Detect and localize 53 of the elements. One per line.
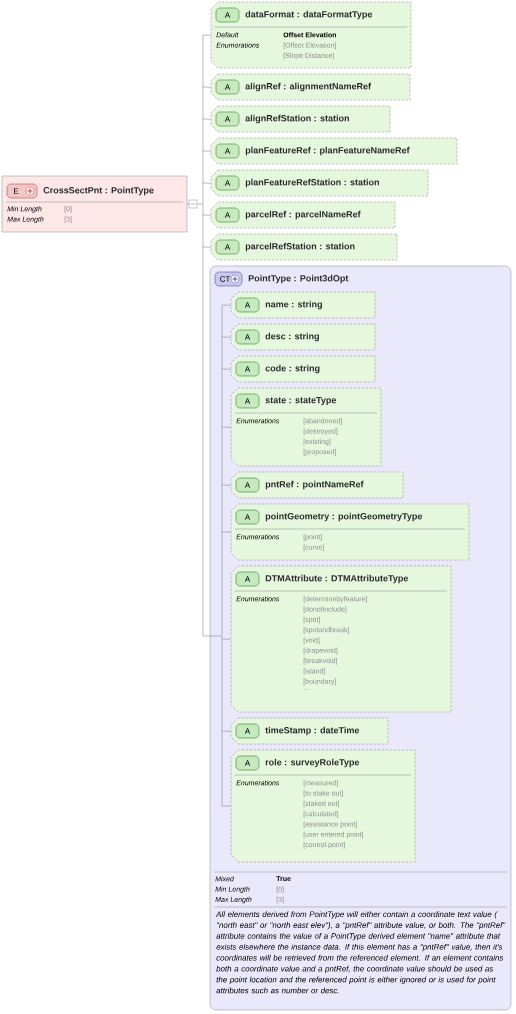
type-badge: CT [214,271,243,287]
attribute-badge: A [235,755,260,771]
attribute-name: alignRefStation : station [245,114,349,124]
attribute-badge: A [235,297,260,313]
attribute-badge: A [235,361,260,377]
attribute-badge: A [235,723,260,739]
attribute-badge: A [215,175,240,191]
attribute-name: code : string [265,364,320,374]
attribute-name: dataFormat : dataFormatType [245,10,373,20]
connector-line [202,246,212,248]
attribute-name: parcelRefStation : station [245,242,355,252]
attribute-name: role : surveyRoleType [265,758,360,768]
attribute-badge: A [215,111,240,127]
attribute-name: state : stateType [265,396,337,406]
attribute-badge: A [215,239,240,255]
connector-line [221,426,232,428]
connector-line [221,368,232,370]
attribute-badge: A [235,329,260,345]
attribute-name: pntRef : pointNameRef [265,480,364,490]
element-badge: E [6,183,38,199]
attribute-badge: A [215,207,240,223]
attribute-name: DTMAttribute : DTMAttributeType [265,574,409,584]
attribute-badge: A [235,509,260,525]
connector-line [221,484,232,486]
type-name: PointType : Point3dOpt [248,274,349,284]
connector-line [202,86,212,88]
attribute-badge: A [215,143,240,159]
attribute-badge: A [215,7,240,23]
attribute-name: parcelRef : parcelNameRef [245,210,361,220]
connector-line [221,531,232,533]
connector-line [202,214,212,216]
connector-line [221,304,232,306]
connector-line [221,805,232,807]
attribute-name: alignRef : alignmentNameRef [245,82,372,92]
connector-line [221,638,232,640]
connector-line [221,730,232,732]
attribute-name: planFeatureRef : planFeatureNameRef [245,146,410,156]
attribute-badge: A [215,79,240,95]
connector-line [221,336,232,338]
attribute-badge: A [235,571,260,587]
attribute-name: planFeatureRefStation : station [245,178,379,188]
attribute-name: pointGeometry : pointGeometryType [265,512,423,522]
connector-line [202,182,212,184]
attribute-name: name : string [265,300,322,310]
attribute-name: timeStamp : dateTime [265,726,360,736]
attribute-name: desc : string [265,332,319,342]
connector-line [202,34,212,36]
connector-line [202,118,212,120]
connector-line [196,34,223,807]
attribute-badge: A [235,477,260,493]
connector-line [202,150,212,152]
attribute-badge: A [235,393,260,409]
element-name: CrossSectPnt : PointType [43,186,154,196]
